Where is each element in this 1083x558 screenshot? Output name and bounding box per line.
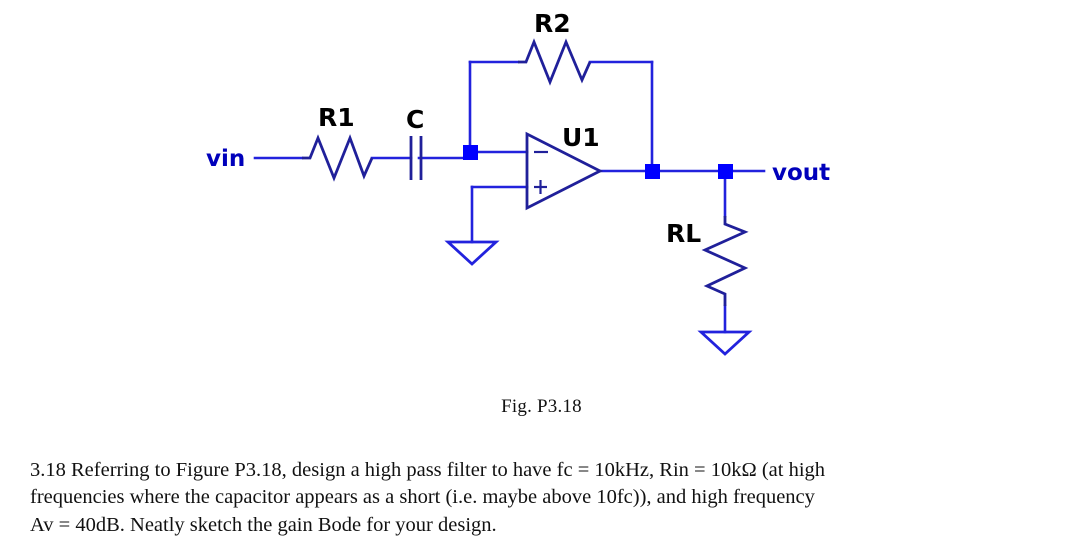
node-output-feedback: [645, 164, 660, 179]
node-inverting-input: [463, 145, 478, 160]
resistor-rl-symbol: [701, 216, 749, 306]
label-r2: R2: [534, 9, 571, 38]
label-rl: RL: [666, 219, 701, 248]
label-r1: R1: [318, 103, 355, 132]
resistor-r1-symbol: [302, 134, 374, 182]
ground-symbol-noninverting: [444, 240, 500, 266]
node-vout-load: [718, 164, 733, 179]
problem-line-3: Av = 40dB. Neatly sketch the gain Bode f…: [30, 513, 497, 536]
opamp-input-signs: [534, 150, 548, 194]
capacitor-c-symbol: [409, 136, 423, 180]
circuit-figure: vin vout R1 C R2 U1 RL Fig. P3.18: [206, 9, 830, 417]
opamp-u1-symbol: [525, 131, 604, 211]
figure-caption: Fig. P3.18: [501, 396, 582, 417]
junction-nodes: [463, 145, 733, 179]
ground-symbol-rl: [697, 330, 753, 356]
circuit-schematic-svg: vin vout R1 C R2 U1 RL: [206, 9, 830, 356]
label-vout: vout: [772, 160, 830, 186]
label-c: C: [406, 105, 424, 134]
problem-line-1: 3.18 Referring to Figure P3.18, design a…: [30, 459, 826, 481]
label-vin: vin: [206, 146, 245, 172]
problem-statement: 3.18 Referring to Figure P3.18, design a…: [30, 457, 1055, 539]
problem-line-2: frequencies where the capacitor appears …: [30, 486, 815, 509]
label-u1: U1: [562, 123, 600, 152]
resistor-r2-symbol: [518, 38, 592, 86]
